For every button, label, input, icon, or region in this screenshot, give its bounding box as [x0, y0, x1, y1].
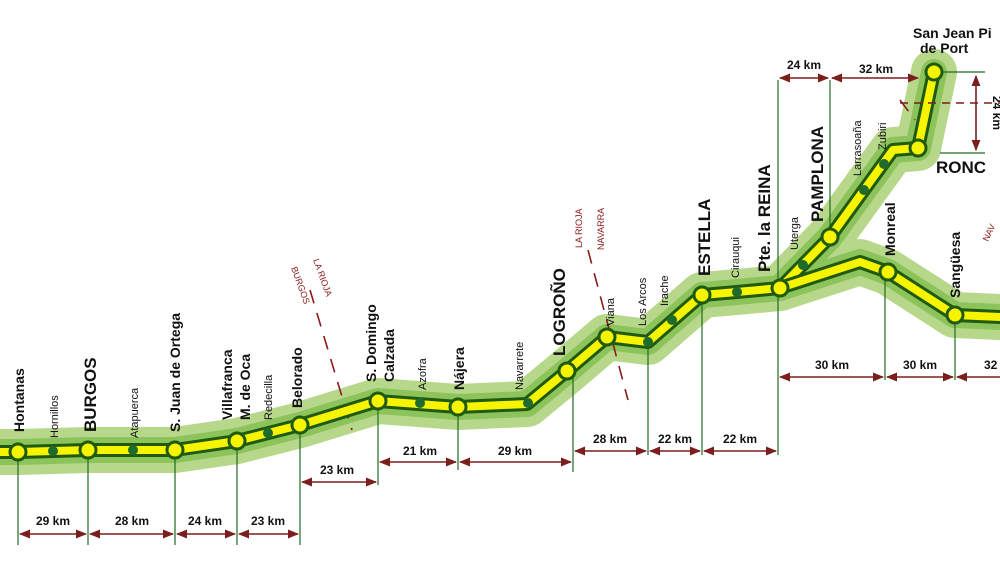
- town-label: S. Domingo: [363, 304, 379, 382]
- town-label: Viana: [605, 297, 617, 326]
- town-label: ESTELLA: [695, 199, 714, 276]
- town-label: Azofra: [417, 357, 429, 390]
- distance-labels: 29 km 28 km 24 km 23 km 23 km 21 km 29 k…: [36, 58, 1000, 528]
- town-labels: Hontanas Hornillos BURGOS Atapuerca S. J…: [11, 25, 992, 438]
- distance-label: 21 km: [403, 444, 437, 458]
- stop-sanguesa: [945, 305, 965, 325]
- stop-pamplona: [820, 227, 840, 247]
- distance-label: 29 km: [498, 444, 532, 458]
- distance-label: 32 km: [859, 62, 893, 76]
- town-label: Redecilla: [263, 374, 275, 420]
- town-label: Sangüesa: [947, 232, 963, 298]
- town-label: LOGROÑO: [549, 268, 569, 356]
- town-label: Zubiri: [877, 122, 889, 150]
- distance-label: 30 km: [903, 358, 937, 372]
- town-label: Los Arcos: [637, 277, 649, 326]
- town-label: RONC: [936, 158, 986, 177]
- stop-hornillos: [48, 446, 58, 456]
- stop-atapuerca: [128, 445, 138, 455]
- town-label: PAMPLONA: [808, 126, 827, 222]
- stop-navarrete: [523, 398, 533, 408]
- distance-label: 24 km: [787, 58, 821, 72]
- town-label: Hornillos: [49, 395, 61, 438]
- stop-burgos: [78, 440, 98, 460]
- stop-villafranca: [227, 431, 247, 451]
- stop-santo-domingo: [368, 391, 388, 411]
- distance-label: 29 km: [36, 514, 70, 528]
- town-label: BURGOS: [81, 357, 100, 432]
- town-label: Nájera: [451, 347, 467, 390]
- minor-stops: [48, 159, 889, 456]
- stop-los-arcos: [643, 337, 653, 347]
- distance-arrows: [18, 73, 1000, 539]
- stop-viana: [597, 327, 617, 347]
- town-label: Pte. la REINA: [755, 164, 774, 272]
- distance-label: 32: [984, 358, 998, 372]
- distance-label: 23 km: [251, 514, 285, 528]
- major-stops: [8, 62, 965, 462]
- stop-roncesvalles: [908, 138, 928, 158]
- town-label: Calzada: [381, 329, 397, 382]
- stop-san-juan-de-ortega: [165, 440, 185, 460]
- stop-belorado: [290, 415, 310, 435]
- town-label: de Port: [920, 40, 969, 56]
- town-label: Uterga: [789, 216, 801, 250]
- town-label: Irache: [659, 275, 671, 306]
- border-label: BURGOS: [289, 265, 312, 305]
- town-label: Cirauqui: [730, 237, 742, 278]
- distance-label: 22 km: [723, 432, 757, 446]
- stop-irache: [667, 315, 677, 325]
- stop-monreal: [878, 262, 898, 282]
- town-label: San Jean Pi: [913, 25, 992, 41]
- distance-label: 28 km: [115, 514, 149, 528]
- stop-logrono: [557, 361, 577, 381]
- town-label: Hontanas: [11, 368, 27, 432]
- town-label: S. Juan de Ortega: [167, 313, 183, 432]
- stop-cirauqui: [732, 287, 742, 297]
- stop-puente-la-reina: [770, 278, 790, 298]
- border-label: NAVARRA: [596, 208, 606, 250]
- town-label: Belorado: [289, 347, 305, 408]
- town-label: Villafranca: [219, 349, 235, 420]
- stop-najera: [448, 397, 468, 417]
- distance-label: 24 km: [188, 514, 222, 528]
- distance-label: 28 km: [593, 432, 627, 446]
- distance-label: 22 km: [658, 432, 692, 446]
- stop-zubiri: [879, 159, 889, 169]
- stop-estella: [692, 285, 712, 305]
- town-label: Larrasoaña: [852, 119, 864, 176]
- stop-redecilla: [263, 428, 273, 438]
- border-line: [587, 249, 629, 401]
- stop-san-jean: [924, 62, 944, 82]
- stop-larrasoana: [859, 185, 869, 195]
- border-label: LA RIOJA: [311, 257, 334, 298]
- distance-label: 24 km: [990, 96, 1000, 130]
- stop-hontanas: [8, 442, 28, 462]
- town-label: M. de Oca: [237, 354, 253, 420]
- town-label: Monreal: [882, 202, 898, 256]
- distance-label: 30 km: [815, 358, 849, 372]
- stop-azofra: [415, 398, 425, 408]
- town-label: Navarrete: [514, 342, 526, 390]
- guide-lines: [17, 71, 985, 545]
- town-label: Atapuerca: [129, 387, 141, 438]
- distance-label: 23 km: [320, 463, 354, 477]
- border-label: LA RIOJA: [574, 208, 584, 248]
- border-label: NAV: [981, 222, 998, 242]
- stop-uterga: [798, 260, 808, 270]
